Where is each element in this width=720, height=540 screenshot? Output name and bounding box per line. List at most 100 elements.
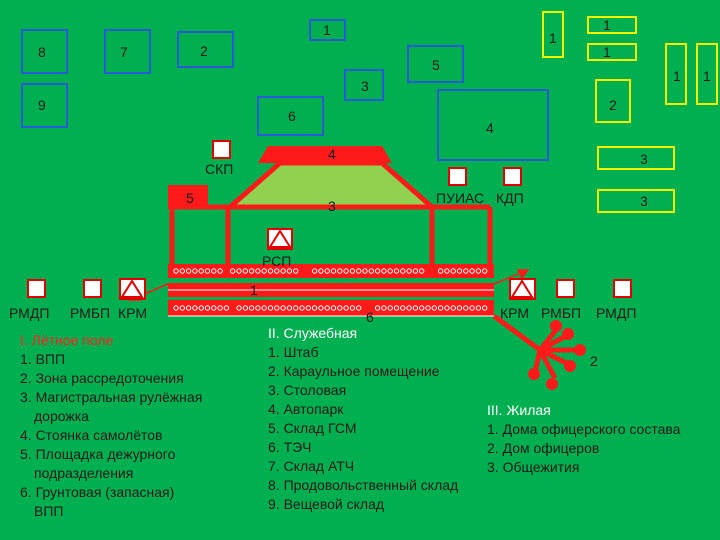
runway-light [311, 305, 318, 311]
legend-service-item: 9. Вещевой склад [268, 496, 385, 512]
runway-light [267, 268, 274, 274]
runway-light [261, 305, 267, 311]
dispersal-stand-1 [528, 368, 540, 380]
runway-light [248, 268, 255, 274]
puias-square-icon [448, 167, 467, 186]
runway-light [482, 305, 488, 311]
taxiway-label-3: 3 [328, 198, 336, 214]
legend-service-item: 6. ТЭЧ [268, 439, 312, 455]
runway-light [400, 268, 406, 274]
runway-light [242, 268, 249, 274]
legend-residential-item: 3. Общежития [487, 459, 580, 475]
legend-flight-heading: I. Лётное поле [20, 332, 114, 348]
runway-light [211, 268, 217, 274]
runway-light [387, 268, 393, 274]
right-rmbp-label: РМБП [541, 305, 582, 321]
dispersal-label-2: 2 [590, 353, 598, 369]
kdp-label: КДП [496, 190, 524, 206]
runway-light [475, 305, 482, 311]
runway-light [204, 268, 211, 274]
runway-light [286, 305, 293, 311]
runway-light [305, 305, 311, 311]
aircraft-parking-area [230, 163, 432, 207]
building-label-5: 5 [432, 57, 440, 73]
building-label-9: 9 [38, 97, 46, 113]
runway-light [192, 268, 198, 274]
building-label-7: 7 [120, 44, 128, 60]
runway-light [324, 268, 330, 274]
runway-light [318, 305, 324, 311]
residential-label-3a: 3 [640, 151, 648, 167]
runway-light [469, 305, 475, 311]
reserve-runway-label-6: 6 [366, 309, 374, 325]
legend-flight-item: дорожка [34, 408, 89, 424]
lower-lights [173, 305, 488, 311]
runway-light [236, 305, 242, 311]
residential-2 [595, 79, 631, 123]
runway-light [450, 305, 456, 311]
runway-light [356, 305, 362, 311]
legend-flight-item: 1. ВПП [20, 351, 66, 367]
legend-service-item: 8. Продовольственный склад [268, 477, 459, 493]
residential-label-1d: 1 [673, 68, 681, 84]
runway-light [425, 305, 431, 311]
residential-label-2: 2 [609, 97, 617, 113]
runway-light [412, 305, 419, 311]
runway-light [230, 268, 236, 274]
runway-light [242, 305, 249, 311]
right-rmbp-square-icon [556, 279, 575, 298]
runway-light [293, 268, 299, 274]
legend-flight-item: 4. Стоянка самолётов [20, 427, 163, 443]
legend-residential-item: 2. Дом офицеров [487, 440, 600, 456]
right-krm-label: КРМ [500, 305, 529, 321]
residential-1d [665, 43, 687, 105]
runway-light [217, 305, 223, 311]
runway-light [469, 268, 475, 274]
left-rmbp-label: РМБП [70, 305, 111, 321]
runway-light [349, 268, 356, 274]
runway-light [393, 268, 400, 274]
runway-light [280, 305, 286, 311]
runway-light [419, 268, 425, 274]
left-rmdp-square-icon [27, 279, 46, 298]
runway-light [324, 305, 330, 311]
legend-flight-item: подразделения [34, 465, 134, 481]
upper-lights [173, 268, 488, 274]
runway-light [311, 268, 318, 274]
runway-light [192, 305, 198, 311]
legend-flight-item: 5. Площадка дежурного [20, 446, 176, 462]
runway-light [274, 305, 280, 311]
duty-pad-5 [168, 185, 208, 209]
building-3-service-block [344, 69, 384, 101]
runway-light [248, 305, 255, 311]
runway-light [368, 268, 374, 274]
legend-service-item: 2. Караульное помещение [268, 363, 440, 379]
runway-light [255, 268, 261, 274]
runway-light [412, 268, 419, 274]
duty-pad-label-5: 5 [186, 190, 194, 206]
building-label-4: 4 [486, 120, 494, 136]
parking-label-4: 4 [328, 146, 336, 162]
right-rmdp-square-icon [613, 279, 632, 298]
runway-light [293, 305, 299, 311]
left-krm-triangle-icon [120, 279, 144, 298]
legend-residential-item: 1. Дома офицерского состава [487, 421, 681, 437]
runway-light [444, 268, 450, 274]
runway-light [267, 305, 274, 311]
runway-light [431, 305, 437, 311]
building-1-service-block [309, 19, 346, 41]
dispersal-stand-5 [562, 328, 574, 340]
building-9b-service-block [21, 83, 68, 128]
right-krm-triangle-icon [510, 279, 534, 298]
runway-light [406, 268, 412, 274]
legend-service-item: 1. Штаб [268, 344, 319, 360]
runway-light [261, 268, 267, 274]
runway-light [179, 268, 186, 274]
legend-residential: III. Жилая 1. Дома офицерского состава 2… [487, 401, 680, 477]
runway-light [337, 268, 343, 274]
runway-light [198, 268, 204, 274]
runway-light [437, 268, 444, 274]
residential-label-1e: 1 [703, 68, 711, 84]
